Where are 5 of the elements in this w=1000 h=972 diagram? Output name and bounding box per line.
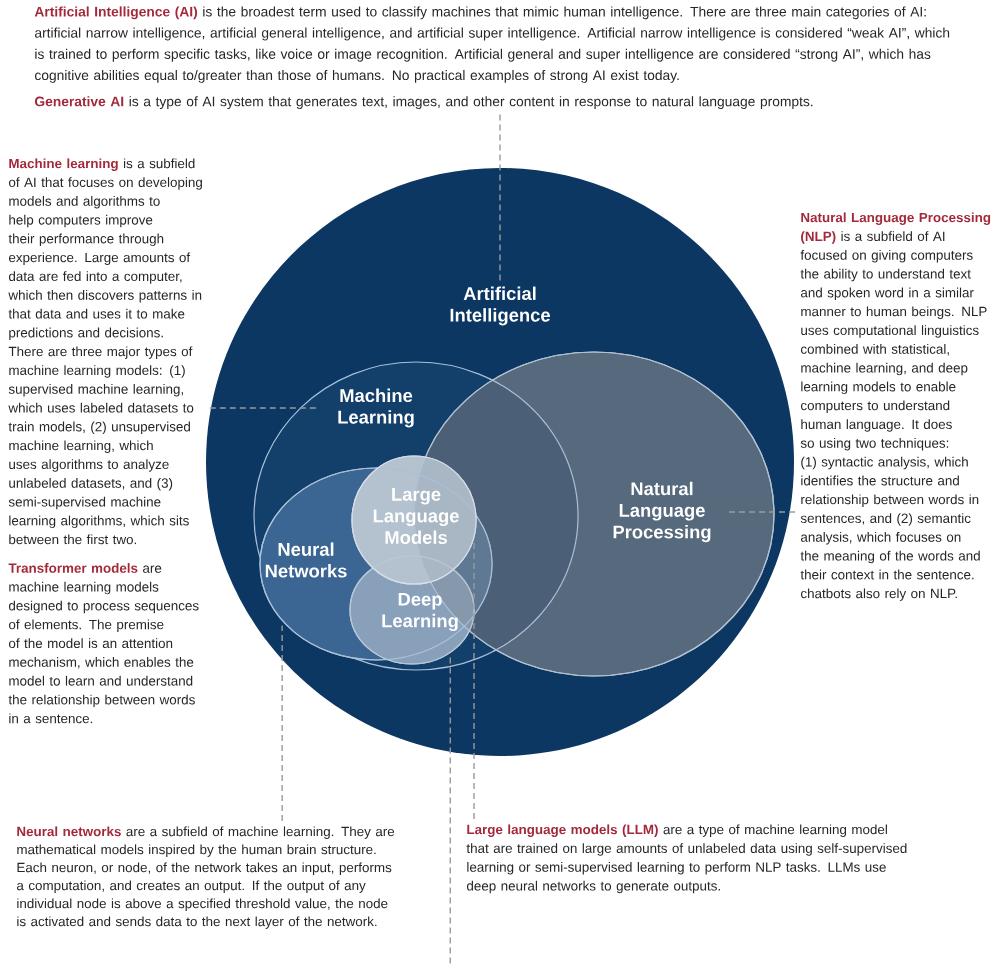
leader-line [449,656,451,968]
leader-line [473,540,475,820]
leader-line [499,113,501,282]
leader-line [209,407,320,409]
leader-line [726,511,796,513]
